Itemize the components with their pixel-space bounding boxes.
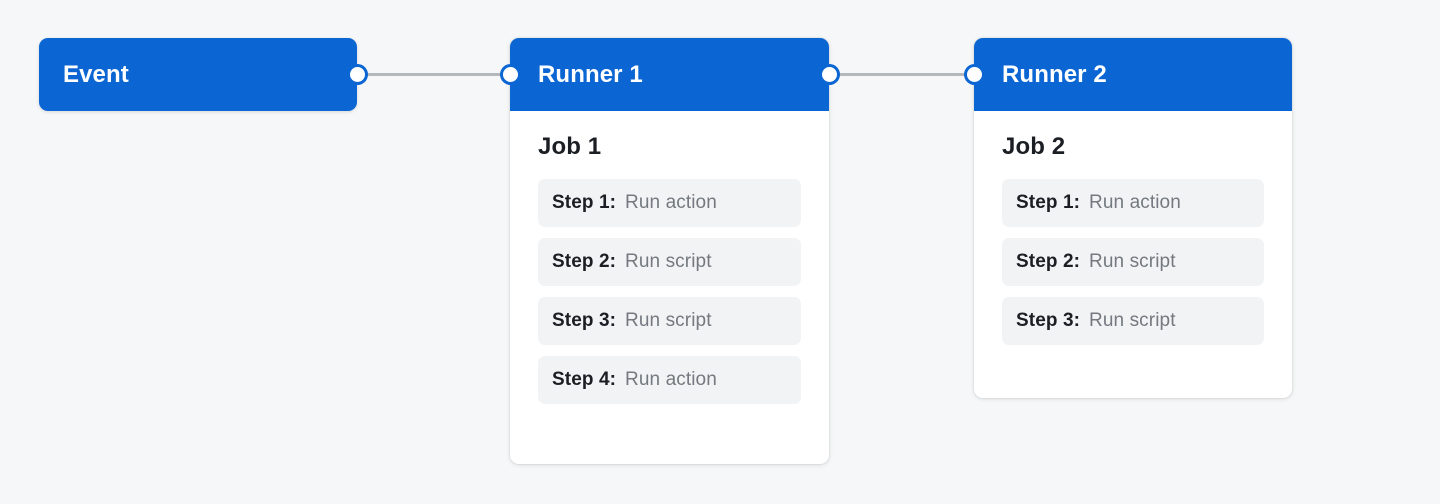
step-label: Step 2: <box>1016 251 1081 272</box>
step-label: Step 2: <box>552 251 617 272</box>
runner-card-1[interactable]: Runner 1 Job 1 Step 1: Run action Step 2… <box>510 38 829 464</box>
runner-1-body: Job 1 Step 1: Run action Step 2: Run scr… <box>510 111 829 464</box>
runner-card-2[interactable]: Runner 2 Job 2 Step 1: Run action Step 2… <box>974 38 1292 398</box>
step-value: Run script <box>625 251 712 272</box>
step-item[interactable]: Step 3: Run script <box>1002 297 1264 345</box>
step-value: Run action <box>625 192 717 213</box>
event-node[interactable]: Event <box>39 38 357 111</box>
step-value: Run script <box>625 310 712 331</box>
step-item[interactable]: Step 2: Run script <box>1002 238 1264 286</box>
step-label: Step 1: <box>552 192 617 213</box>
step-label: Step 1: <box>1016 192 1081 213</box>
connector-runner-1-to-runner-2 <box>829 73 975 76</box>
runner-2-header: Runner 2 <box>974 38 1292 111</box>
step-label: Step 4: <box>552 369 617 390</box>
job-2-title: Job 2 <box>1002 133 1066 160</box>
step-value: Run action <box>1089 192 1181 213</box>
job-2-steps-list: Step 1: Run action Step 2: Run script St… <box>1002 179 1264 345</box>
runner-1-header: Runner 1 <box>510 38 829 111</box>
runner-2-body: Job 2 Step 1: Run action Step 2: Run scr… <box>974 111 1292 398</box>
step-value: Run action <box>625 369 717 390</box>
job-1-title: Job 1 <box>538 133 602 160</box>
step-item[interactable]: Step 3: Run script <box>538 297 801 345</box>
connector-event-to-runner-1 <box>357 73 510 76</box>
connector-port-event-output[interactable] <box>350 67 365 82</box>
step-item[interactable]: Step 1: Run action <box>538 179 801 227</box>
step-value: Run script <box>1089 251 1176 272</box>
step-label: Step 3: <box>552 310 617 331</box>
step-item[interactable]: Step 4: Run action <box>538 356 801 404</box>
step-label: Step 3: <box>1016 310 1081 331</box>
connector-port-runner-1-output[interactable] <box>822 67 837 82</box>
step-item[interactable]: Step 2: Run script <box>538 238 801 286</box>
runner-1-title: Runner 1 <box>538 60 643 88</box>
step-value: Run script <box>1089 310 1176 331</box>
job-1-steps-list: Step 1: Run action Step 2: Run script St… <box>538 179 801 404</box>
event-node-title: Event <box>63 60 129 88</box>
step-item[interactable]: Step 1: Run action <box>1002 179 1264 227</box>
connector-port-runner-1-input[interactable] <box>503 67 518 82</box>
runner-2-title: Runner 2 <box>1002 60 1107 88</box>
connector-port-runner-2-input[interactable] <box>967 67 982 82</box>
